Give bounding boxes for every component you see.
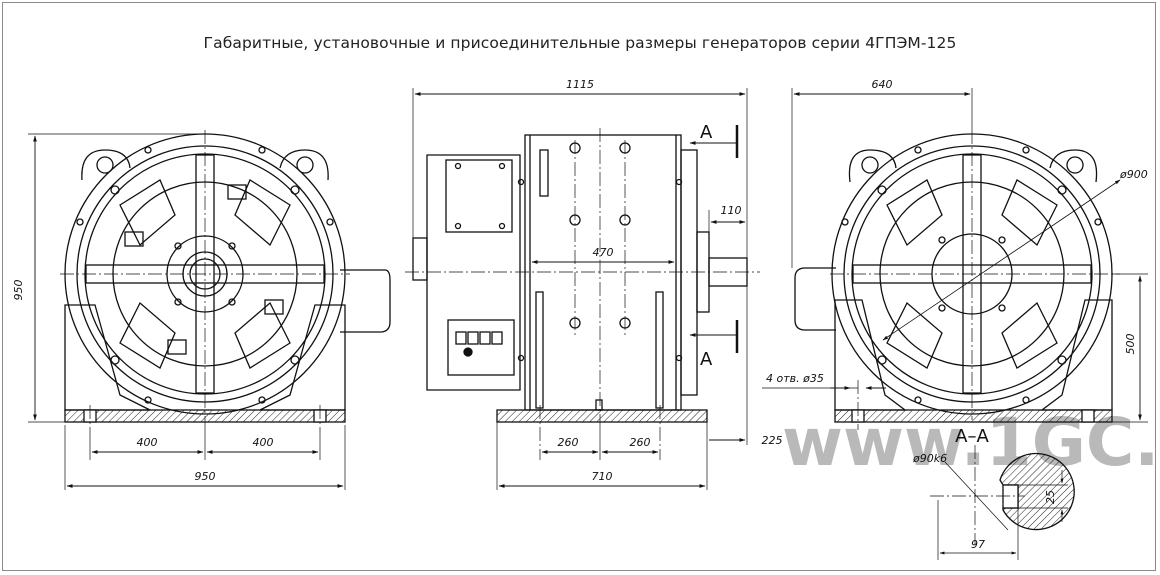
dim-section-depth: 97: [971, 538, 985, 551]
section-label-lower: A: [700, 349, 713, 370]
section-view-label: A–A: [955, 426, 989, 447]
dim-front-width: 950: [195, 470, 216, 483]
dim-side-shaft-offset: 225: [762, 434, 783, 447]
dim-front-half-right: 400: [253, 436, 274, 449]
section-a-a: [930, 445, 1075, 560]
dim-side-length: 1115: [566, 78, 594, 91]
dim-front-half-left: 400: [137, 436, 158, 449]
dim-rear-holes: 4 отв. ø35: [766, 372, 824, 385]
section-label-upper: A: [700, 122, 713, 143]
dim-rear-axis-height: 500: [1124, 334, 1137, 355]
drawing-title: Габаритные, установочные и присоединител…: [203, 34, 957, 52]
dim-side-base-left: 260: [558, 436, 579, 449]
side-view: [405, 88, 760, 490]
rear-view: [762, 88, 1148, 430]
dim-section-key: 25: [1044, 490, 1057, 504]
front-view: [28, 130, 391, 490]
dim-side-center: 470: [593, 246, 614, 259]
dim-rear-width: 640: [872, 78, 893, 91]
dim-side-base-right: 260: [630, 436, 651, 449]
dim-front-height: 950: [12, 280, 25, 301]
dim-side-shaft-length: 110: [721, 204, 742, 217]
dim-rear-diameter: ø900: [1119, 168, 1148, 181]
dim-side-base-width: 710: [592, 470, 613, 483]
dim-section-diameter: ø90k6: [912, 452, 947, 465]
